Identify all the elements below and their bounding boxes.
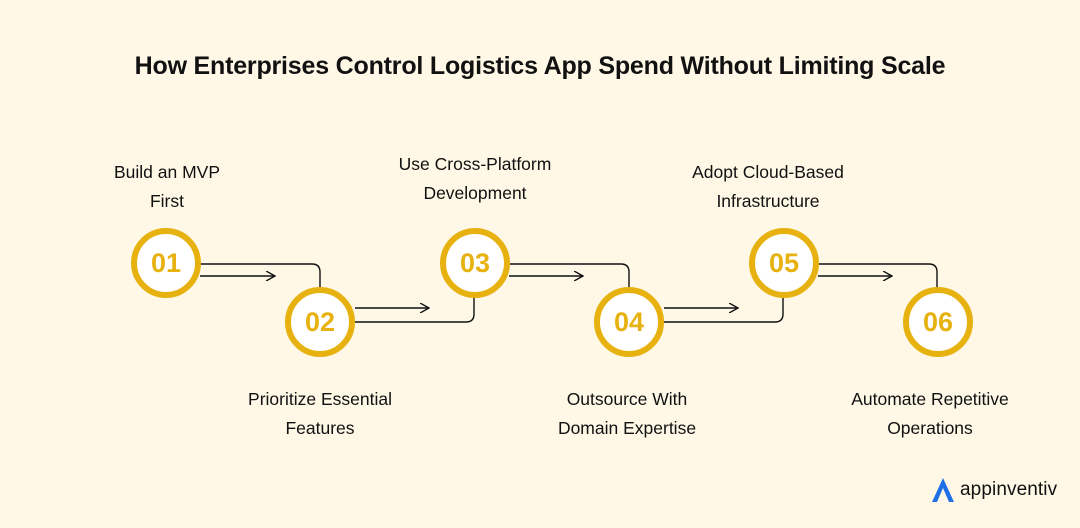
step-04-circle: 04 (594, 287, 664, 357)
step-number: 04 (613, 306, 645, 337)
step-02-label: Prioritize Essential Features (220, 385, 420, 443)
step-label-line: Build an MVP (113, 162, 221, 182)
step-label-line: First (149, 191, 185, 211)
connector-01-02 (200, 263, 321, 292)
step-label-line: Development (423, 183, 527, 203)
step-number: 01 (150, 247, 182, 278)
step-label-line: Adopt Cloud-Based (692, 162, 844, 182)
step-05-label: Adopt Cloud-Based Infrastructure (668, 158, 868, 216)
step-label-line: Operations (887, 418, 973, 438)
connector-04-05 (664, 292, 784, 323)
step-number: 05 (768, 247, 800, 278)
diagram-title: How Enterprises Control Logistics App Sp… (134, 52, 946, 80)
brand-logo: appinventiv (930, 476, 1057, 504)
step-number: 03 (459, 247, 491, 278)
step-label-line: Automate Repetitive (851, 389, 1009, 409)
connector-05-06 (818, 263, 938, 292)
step-01-circle: 01 (131, 228, 201, 298)
brand-name: appinventiv (960, 479, 1058, 500)
step-label-line: Prioritize Essential (248, 389, 392, 409)
step-06-circle: 06 (903, 287, 973, 357)
step-number: 02 (304, 306, 336, 337)
step-02-circle: 02 (285, 287, 355, 357)
step-04-label: Outsource With Domain Expertise (527, 385, 727, 443)
step-number: 06 (922, 306, 954, 337)
step-06-label: Automate Repetitive Operations (830, 385, 1030, 443)
connector-02-03 (355, 292, 475, 323)
step-03-label: Use Cross-Platform Development (375, 150, 575, 208)
connector-03-04 (509, 263, 630, 292)
step-01-label: Build an MVP First (67, 158, 267, 216)
step-03-circle: 03 (440, 228, 510, 298)
appinventiv-logo-icon (932, 478, 954, 502)
step-label-line: Use Cross-Platform (398, 154, 552, 174)
step-label-line: Features (285, 418, 355, 438)
step-label-line: Domain Expertise (557, 418, 697, 438)
step-05-circle: 05 (749, 228, 819, 298)
step-label-line: Outsource With (566, 389, 688, 409)
step-label-line: Infrastructure (716, 191, 820, 211)
